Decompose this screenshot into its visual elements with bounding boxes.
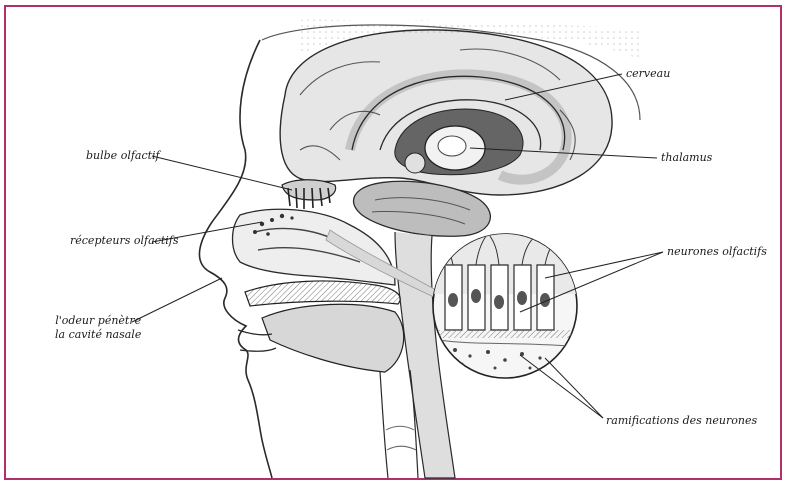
palate — [245, 281, 400, 306]
label-recepteurs-olfactifs: récepteurs olfactifs — [70, 234, 178, 248]
label-neurones-olfactifs: neurones olfactifs — [667, 245, 767, 259]
label-odeur: l'odeur pénètre la cavité nasale — [55, 314, 141, 342]
label-bulbe-olfactif: bulbe olfactif — [86, 149, 160, 163]
label-thalamus: thalamus — [661, 151, 712, 165]
tongue — [262, 304, 404, 372]
label-odeur-line1: l'odeur pénètre — [55, 314, 141, 328]
label-odeur-line2: la cavité nasale — [55, 328, 141, 342]
label-cerveau: cerveau — [626, 67, 670, 81]
label-ramifications: ramifications des neurones — [606, 414, 757, 428]
throat — [380, 370, 418, 478]
